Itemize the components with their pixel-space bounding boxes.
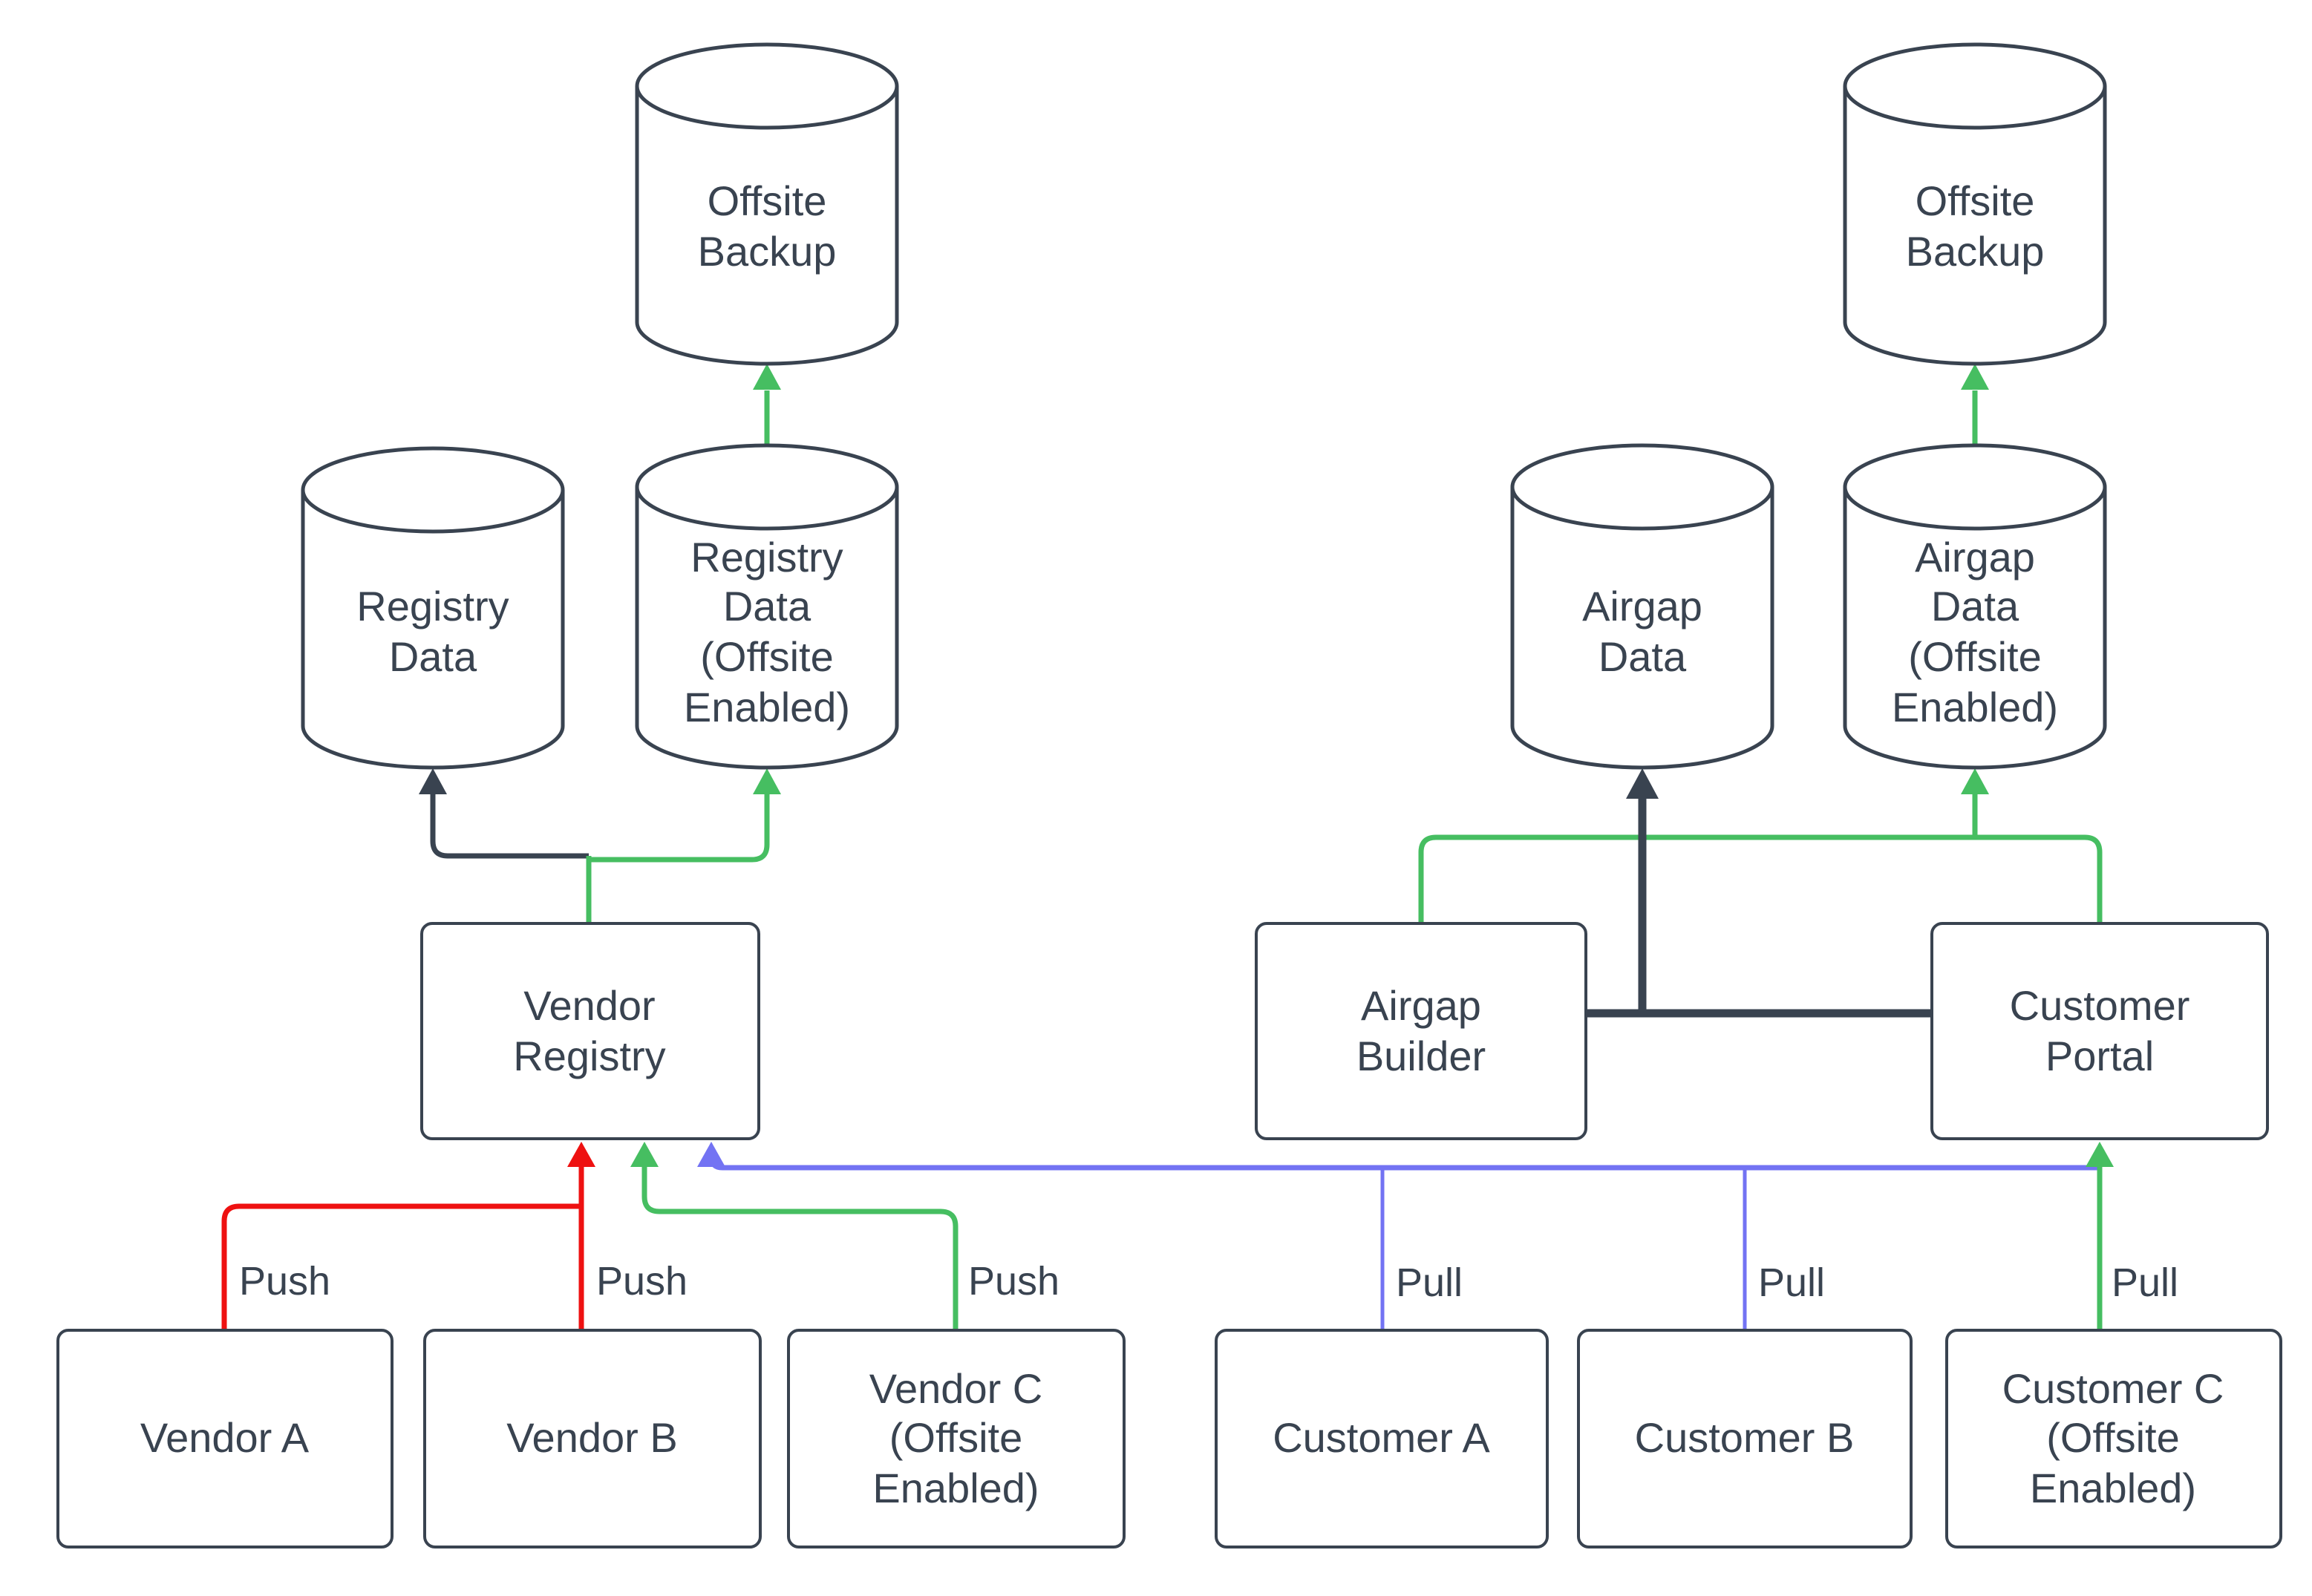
node-registry-data-offsite-shape xyxy=(635,443,899,770)
node-offsite-backup-right-label: Offsite Backup xyxy=(1905,177,2045,274)
node-registry-data-shape xyxy=(301,446,565,770)
edge-label-vendor-a-push: Push xyxy=(239,1259,331,1304)
arrowhead-green-into-offsite-backup-left xyxy=(753,364,781,390)
edge-vendor-a-push-line xyxy=(221,1203,581,1329)
node-airgap-builder: Airgap Builder xyxy=(1255,922,1587,1140)
edge-label-customer-b-pull: Pull xyxy=(1758,1260,1826,1305)
node-customer-a: Customer A xyxy=(1214,1329,1549,1548)
node-airgap-data-label: Airgap Data xyxy=(1582,583,1702,680)
node-registry-data-label: Registry Data xyxy=(356,583,509,680)
node-airgap-data-shape xyxy=(1510,443,1774,770)
node-offsite-backup-right-shape xyxy=(1843,42,2107,366)
edge-customer-portal-airgap-builder-green xyxy=(1418,834,2103,922)
arrowhead-dark-into-registry-data xyxy=(419,768,447,794)
arrowhead-green-into-registry-data-offsite xyxy=(753,768,781,794)
arrowhead-green-into-airgap-data-offsite xyxy=(1961,768,1989,794)
node-airgap-data-offsite-shape xyxy=(1843,443,2107,770)
arrowhead-black-into-airgap-data xyxy=(1626,768,1659,799)
arrowhead-blue-into-vendor-registry xyxy=(697,1142,725,1167)
node-vendor-c: Vendor C (Offsite Enabled) xyxy=(787,1329,1125,1548)
arrowhead-green-into-vendor-registry xyxy=(630,1142,659,1167)
node-customer-portal: Customer Portal xyxy=(1930,922,2269,1140)
node-airgap-data-offsite-label: Airgap Data (Offsite Enabled) xyxy=(1891,534,2059,730)
node-offsite-backup-left-shape xyxy=(635,42,899,366)
edge-customers-pull-horizontal xyxy=(708,1156,2100,1171)
node-customer-c: Customer C (Offsite Enabled) xyxy=(1944,1329,2282,1548)
node-customer-b: Customer B xyxy=(1577,1329,1912,1548)
edge-vendor-registry-to-registry-data xyxy=(430,794,589,859)
edge-label-vendor-b-push: Push xyxy=(596,1259,688,1304)
edge-label-customer-a-pull: Pull xyxy=(1396,1260,1463,1305)
edge-vendor-c-push-line xyxy=(641,1167,959,1329)
arrowhead-red-into-vendor-registry xyxy=(567,1142,595,1167)
edge-label-vendor-c-push: Push xyxy=(968,1259,1060,1304)
arrowhead-green-into-offsite-backup-right xyxy=(1961,364,1989,390)
node-vendor-registry: Vendor Registry xyxy=(419,922,760,1140)
node-vendor-b: Vendor B xyxy=(423,1329,761,1548)
edge-vendor-registry-to-registry-data-offsite xyxy=(589,794,770,863)
arrowhead-green-into-customer-portal xyxy=(2086,1142,2114,1167)
node-registry-data-offsite-label: Registry Data (Offsite Enabled) xyxy=(683,534,851,730)
edge-label-customer-c-pull: Pull xyxy=(2112,1260,2179,1305)
node-offsite-backup-left-label: Offsite Backup xyxy=(697,177,837,274)
node-vendor-a: Vendor A xyxy=(56,1329,394,1548)
